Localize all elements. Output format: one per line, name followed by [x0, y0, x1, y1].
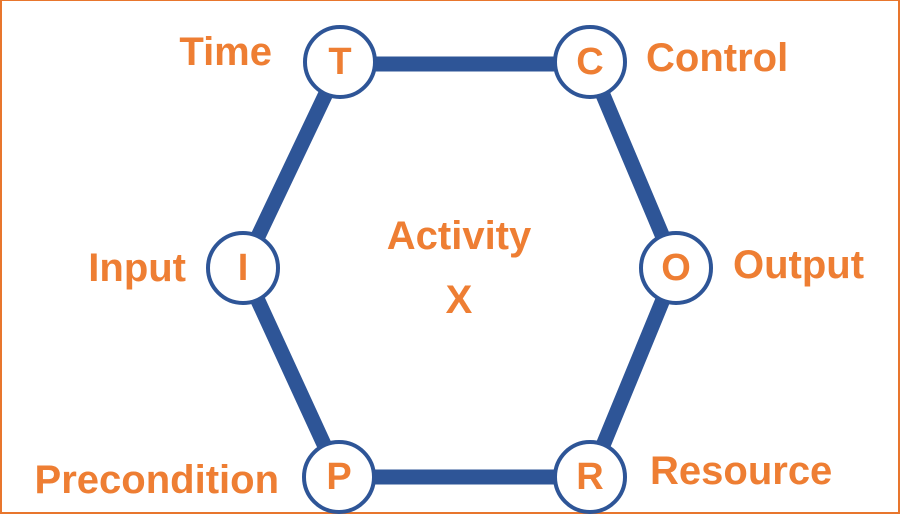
center-title: Activity [387, 214, 532, 258]
edge-i-t [236, 60, 347, 272]
center-subtitle: X [446, 278, 473, 322]
node-t-letter: T [328, 41, 351, 83]
label-output: Output [733, 243, 864, 287]
label-resource: Resource [650, 449, 832, 493]
node-i-letter: I [238, 247, 249, 289]
edge-p-i [236, 264, 346, 481]
node-i: I [206, 231, 280, 305]
label-control: Control [646, 36, 788, 80]
node-c: C [553, 25, 627, 99]
label-time: Time [179, 30, 272, 74]
label-input: Input [88, 246, 186, 290]
node-r: R [553, 440, 627, 514]
node-o-letter: O [661, 247, 691, 289]
node-p: P [302, 440, 376, 514]
node-o: O [639, 231, 713, 305]
edge-o-r [583, 265, 683, 480]
node-c-letter: C [576, 41, 603, 83]
node-t: T [303, 25, 377, 99]
hexagon-edges [236, 56, 683, 485]
node-r-letter: R [576, 456, 603, 498]
node-p-letter: P [326, 456, 351, 498]
label-precondition: Precondition [35, 458, 279, 502]
